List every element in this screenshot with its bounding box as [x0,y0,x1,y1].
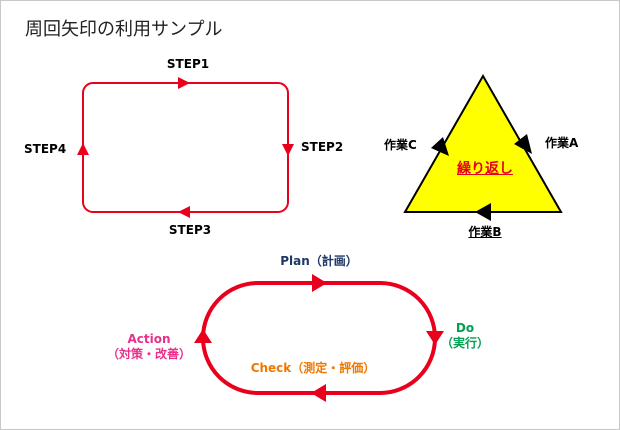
step3-label: STEP3 [168,223,212,237]
rect-cycle-loop [82,82,289,213]
plan-label: Plan（計画） [280,252,358,269]
repeat-label: 繰り返し [457,161,513,177]
triangle-cycle-shape [403,73,563,213]
pdca-arrow-bottom [311,384,326,402]
rect-arrow-left [77,143,89,155]
step1-label: STEP1 [166,57,210,71]
action-label: Action（対策・改善） [107,332,191,362]
pdca-cycle-loop [201,281,437,395]
rect-arrow-bottom [178,206,190,218]
plan-name: Plan [280,254,310,268]
triangle-arrow-left [431,137,449,156]
check-label: Check（測定・評価） [251,359,376,376]
step2-label: STEP2 [301,140,344,154]
pdca-arrow-top [312,274,327,292]
check-name: Check [250,361,292,375]
do-name: Do [455,321,475,335]
triangle-arrow-right [514,134,532,154]
rect-arrow-right [282,144,294,156]
task-b-label: 作業B [468,225,502,239]
rect-arrow-top [178,77,190,89]
slide-title: 周回矢印の利用サンプル [25,19,223,40]
step4-label: STEP4 [24,142,67,156]
pdca-arrow-right [426,331,444,345]
task-a-label: 作業A [545,136,579,150]
do-label: Do（実行） [441,321,489,351]
do-sub: （実行） [440,336,490,350]
check-sub: （測定・評価） [291,361,376,375]
triangle-arrow-bottom [475,203,491,221]
action-name: Action [127,332,171,346]
action-sub: （対策・改善） [106,347,192,361]
task-c-label: 作業C [384,138,417,152]
pdca-arrow-left [194,329,212,343]
plan-sub: （計画） [309,254,358,268]
